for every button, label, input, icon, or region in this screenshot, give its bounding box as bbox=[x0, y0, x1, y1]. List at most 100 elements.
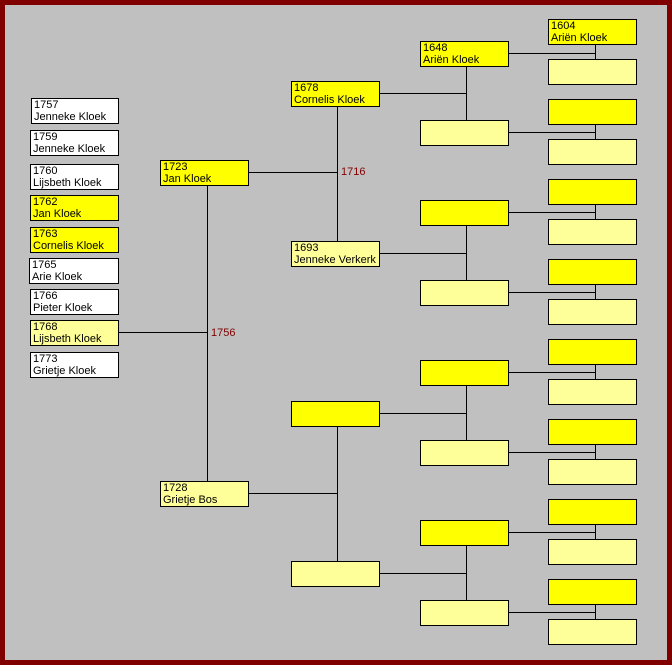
great-grandparent-box[interactable] bbox=[420, 520, 509, 546]
connector-line bbox=[466, 66, 467, 120]
great-great-grandparent-box[interactable] bbox=[548, 59, 637, 85]
great-grandparent-box[interactable] bbox=[420, 200, 509, 226]
connector-line bbox=[508, 452, 595, 453]
great-great-grandparent-box[interactable] bbox=[548, 619, 637, 645]
marriage-year-label: 1756 bbox=[211, 327, 236, 339]
connector-line bbox=[466, 385, 467, 440]
great-grandparent-box[interactable] bbox=[420, 440, 509, 466]
great-great-grandparent-box[interactable] bbox=[548, 539, 637, 565]
connector-line bbox=[508, 612, 595, 613]
great-great-grandparent-box[interactable] bbox=[548, 339, 637, 365]
person-year: 1773 bbox=[33, 353, 58, 365]
connector-line bbox=[595, 204, 596, 219]
connector-line bbox=[379, 573, 466, 574]
connector-line bbox=[337, 426, 338, 561]
connector-line bbox=[595, 284, 596, 299]
great-great-grandparent-box[interactable] bbox=[548, 219, 637, 245]
connector-line bbox=[595, 124, 596, 139]
person-name: Cornelis Kloek bbox=[33, 240, 104, 252]
person-year: 1678 bbox=[294, 82, 319, 94]
great-grandparent-box[interactable] bbox=[420, 120, 509, 146]
connector-line bbox=[508, 372, 595, 373]
connector-line bbox=[248, 172, 337, 173]
connector-line bbox=[508, 53, 595, 54]
person-name: Jan Kloek bbox=[33, 208, 82, 220]
person-year: 1693 bbox=[294, 242, 319, 254]
person-year: 1757 bbox=[34, 99, 59, 111]
connector-line bbox=[379, 413, 466, 414]
person-year: 1768 bbox=[33, 321, 58, 333]
person-year: 1766 bbox=[33, 290, 58, 302]
great-great-grandparent-box[interactable] bbox=[548, 379, 637, 405]
connector-line bbox=[379, 253, 466, 254]
connector-line bbox=[207, 185, 208, 481]
great-great-grandparent-box[interactable] bbox=[548, 299, 637, 325]
connector-line bbox=[595, 364, 596, 379]
connector-line bbox=[595, 444, 596, 459]
connector-line bbox=[379, 93, 466, 94]
person-year: 1765 bbox=[32, 259, 57, 271]
person-year: 1763 bbox=[33, 228, 58, 240]
person-name: Ariën Kloek bbox=[551, 32, 608, 44]
person-year: 1604 bbox=[551, 20, 576, 32]
connector-line bbox=[508, 292, 595, 293]
person-name: Pieter Kloek bbox=[33, 302, 93, 314]
person-name: Arie Kloek bbox=[32, 271, 83, 283]
person-name: Jenneke Kloek bbox=[34, 111, 107, 123]
person-name: Cornelis Kloek bbox=[294, 94, 365, 106]
person-name: Grietje Bos bbox=[163, 494, 218, 506]
person-name: Jan Kloek bbox=[163, 173, 212, 185]
great-great-grandparent-box[interactable] bbox=[548, 179, 637, 205]
connector-line bbox=[466, 545, 467, 600]
person-year: 1723 bbox=[163, 161, 188, 173]
person-name: Jenneke Kloek bbox=[33, 143, 106, 155]
person-year: 1762 bbox=[33, 196, 58, 208]
connector-line bbox=[118, 332, 207, 333]
connector-line bbox=[595, 604, 596, 619]
great-grandparent-box[interactable] bbox=[420, 360, 509, 386]
connector-line bbox=[337, 106, 338, 241]
great-great-grandparent-box[interactable] bbox=[548, 459, 637, 485]
great-grandparent-box[interactable] bbox=[420, 280, 509, 306]
connector-line bbox=[508, 132, 595, 133]
great-grandparent-box[interactable] bbox=[420, 600, 509, 626]
great-great-grandparent-box[interactable] bbox=[548, 99, 637, 125]
great-great-grandparent-box[interactable] bbox=[548, 499, 637, 525]
connector-line bbox=[508, 532, 595, 533]
grandfather-box[interactable] bbox=[291, 401, 380, 427]
person-year: 1759 bbox=[33, 131, 58, 143]
connector-line bbox=[248, 493, 337, 494]
grandmother-box[interactable] bbox=[291, 561, 380, 587]
connector-line bbox=[595, 44, 596, 59]
great-great-grandparent-box[interactable] bbox=[548, 259, 637, 285]
person-name: Jenneke Verkerk bbox=[294, 254, 376, 266]
connector-line bbox=[508, 212, 595, 213]
person-name: Ariën Kloek bbox=[423, 54, 480, 66]
great-great-grandparent-box[interactable] bbox=[548, 579, 637, 605]
person-year: 1728 bbox=[163, 482, 188, 494]
connector-line bbox=[595, 524, 596, 539]
person-name: Grietje Kloek bbox=[33, 365, 96, 377]
great-great-grandparent-box[interactable] bbox=[548, 139, 637, 165]
great-great-grandparent-box[interactable] bbox=[548, 419, 637, 445]
connector-line bbox=[466, 225, 467, 280]
person-name: Lijsbeth Kloek bbox=[33, 177, 102, 189]
person-year: 1648 bbox=[423, 42, 448, 54]
person-year: 1760 bbox=[33, 165, 58, 177]
